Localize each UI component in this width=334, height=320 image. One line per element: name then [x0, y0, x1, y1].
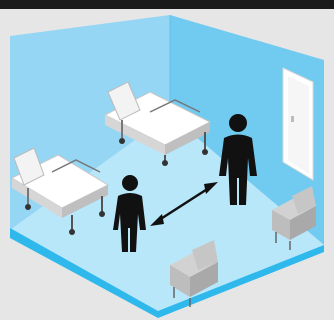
top-bar — [0, 0, 334, 9]
door-icon — [283, 68, 313, 180]
